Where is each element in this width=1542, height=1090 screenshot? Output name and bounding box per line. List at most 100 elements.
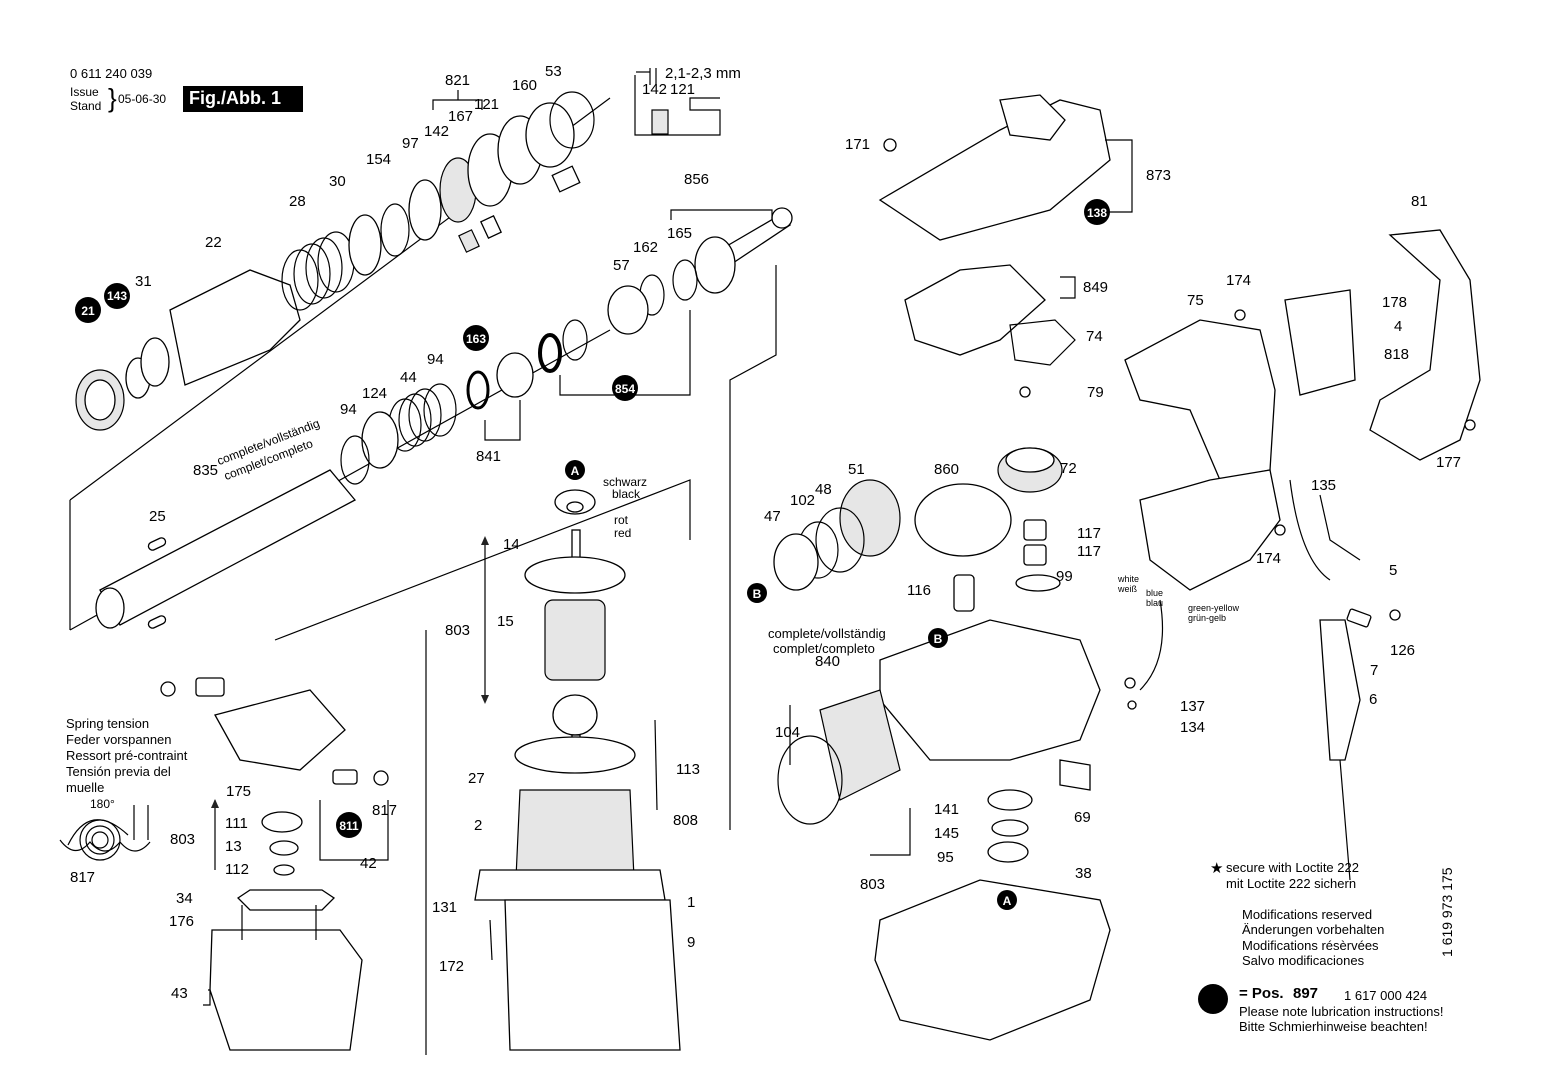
callout-811 bbox=[336, 812, 362, 838]
modifications-note-3: Modifications résèrvées bbox=[1242, 938, 1379, 953]
spring-tension-de: Feder vorspannen bbox=[66, 732, 172, 747]
part-99-washer bbox=[1015, 574, 1061, 592]
wire-label-black: black bbox=[612, 487, 641, 501]
part-label: 124 bbox=[362, 385, 387, 402]
part-label: 7 bbox=[1370, 662, 1378, 679]
part-label: 817 bbox=[372, 802, 397, 819]
tool-holder-assembly bbox=[75, 91, 595, 431]
part-97-ring bbox=[408, 179, 442, 241]
marker-B-housing bbox=[928, 628, 948, 648]
part-112-ring bbox=[273, 864, 295, 876]
part-label: 111 bbox=[225, 815, 248, 832]
part-13-washer bbox=[269, 840, 299, 856]
part-label: 860 bbox=[934, 461, 959, 478]
part-81-handle bbox=[1369, 229, 1481, 461]
part-label: 803 bbox=[860, 876, 885, 893]
part-label: 160 bbox=[512, 77, 537, 94]
part-177-screw bbox=[1464, 419, 1476, 431]
handle-assembly bbox=[1124, 229, 1481, 881]
lubrication-code: 1 617 000 424 bbox=[1344, 988, 1428, 1003]
part-label: 2,1-2,3 mm bbox=[665, 65, 741, 82]
part-104-o-ring bbox=[777, 735, 843, 825]
part-label: 117 bbox=[1077, 525, 1101, 542]
figure-label-box: Fig./Abb. 1 bbox=[183, 86, 303, 112]
part-137-washer bbox=[1124, 677, 1136, 689]
part-label: 137 bbox=[1180, 698, 1205, 715]
part-51-gear bbox=[839, 479, 901, 557]
part-label: 172 bbox=[439, 958, 464, 975]
part-7-clamp bbox=[1346, 608, 1372, 628]
loctite-note-1: secure with Loctite 222 bbox=[1226, 860, 1359, 875]
gear-housing-complete-1: complete/vollständig bbox=[768, 626, 886, 641]
cable bbox=[1289, 479, 1331, 581]
part-label: 178 bbox=[1382, 294, 1407, 311]
part-145-washer bbox=[991, 819, 1029, 837]
part-label: 38 bbox=[1075, 865, 1092, 882]
part-label: 43 bbox=[171, 985, 188, 1002]
part-6-cable-guard bbox=[1319, 619, 1361, 761]
part-30-ring bbox=[348, 214, 382, 276]
part-roller bbox=[551, 165, 581, 193]
part-label: 48 bbox=[815, 481, 832, 498]
part-label: 117 bbox=[1077, 543, 1101, 560]
part-label: 142 bbox=[424, 123, 449, 140]
part-849-bracket bbox=[904, 264, 1046, 356]
part-label: 31 bbox=[135, 273, 152, 290]
marker-B-left bbox=[747, 583, 767, 603]
part-label: 13 bbox=[225, 838, 242, 855]
star-icon: ★ bbox=[1210, 860, 1224, 877]
part-label: 53 bbox=[545, 63, 562, 80]
spring-tension-diagram: 180° bbox=[59, 797, 151, 861]
part-label: 27 bbox=[468, 770, 485, 787]
part-o-ring bbox=[538, 333, 562, 373]
figure-label: Fig./Abb. 1 bbox=[189, 88, 281, 108]
part-label: 14 bbox=[503, 536, 520, 553]
part-label: 143 bbox=[107, 289, 127, 303]
callout-854 bbox=[612, 375, 638, 401]
wire-label-green-yellow: green-yellow bbox=[1188, 603, 1240, 613]
part-43-housing bbox=[209, 929, 363, 1051]
callout-138 bbox=[1084, 199, 1110, 225]
part-label: 803 bbox=[445, 622, 470, 639]
part-label: B bbox=[934, 632, 943, 646]
part-label: 97 bbox=[402, 135, 419, 152]
part-label: 79 bbox=[1087, 384, 1104, 401]
part-172-screw bbox=[489, 919, 493, 961]
callout-21 bbox=[75, 297, 101, 323]
part-1-housing bbox=[504, 899, 681, 1051]
part-label: 138 bbox=[1087, 206, 1107, 220]
part-label: 841 bbox=[476, 448, 501, 465]
striker-assembly bbox=[340, 207, 793, 485]
part-165-ring bbox=[672, 259, 698, 301]
part-label: 177 bbox=[1436, 454, 1461, 471]
spring-tension-fr: Ressort pré-contraint bbox=[66, 748, 188, 763]
part-label: 30 bbox=[329, 173, 346, 190]
part-15-fan bbox=[524, 556, 626, 594]
part-label: 104 bbox=[775, 724, 800, 741]
part-94-ring bbox=[423, 383, 457, 437]
part-69-block bbox=[1059, 759, 1091, 791]
part-163-o-ring bbox=[466, 370, 490, 410]
part-124-sleeve bbox=[361, 411, 399, 469]
part-116-bushing bbox=[953, 574, 975, 612]
part-label: 4 bbox=[1394, 318, 1402, 335]
part-label: 34 bbox=[176, 890, 193, 907]
part-label: 15 bbox=[497, 613, 514, 630]
part-835-tube bbox=[95, 469, 357, 629]
part-113-screw bbox=[654, 719, 658, 811]
part-label: 116 bbox=[907, 582, 931, 599]
part-label: 112 bbox=[225, 861, 249, 878]
part-126-screw bbox=[1389, 609, 1401, 621]
part-154-clip bbox=[380, 203, 410, 257]
brush-holder-assembly bbox=[160, 677, 389, 1051]
part-label: 121 bbox=[670, 81, 695, 98]
part-label: 95 bbox=[937, 849, 954, 866]
part-label: 176 bbox=[169, 913, 194, 930]
lubrication-pos-number: 897 bbox=[1293, 985, 1319, 1002]
part-21-cap bbox=[75, 369, 125, 431]
part-134-screw bbox=[1127, 700, 1137, 710]
part-label: 75 bbox=[1187, 292, 1204, 309]
part-178-switch bbox=[1284, 289, 1356, 396]
part-label: 167 bbox=[448, 108, 473, 125]
loctite-note-2: mit Loctite 222 sichern bbox=[1226, 876, 1357, 891]
